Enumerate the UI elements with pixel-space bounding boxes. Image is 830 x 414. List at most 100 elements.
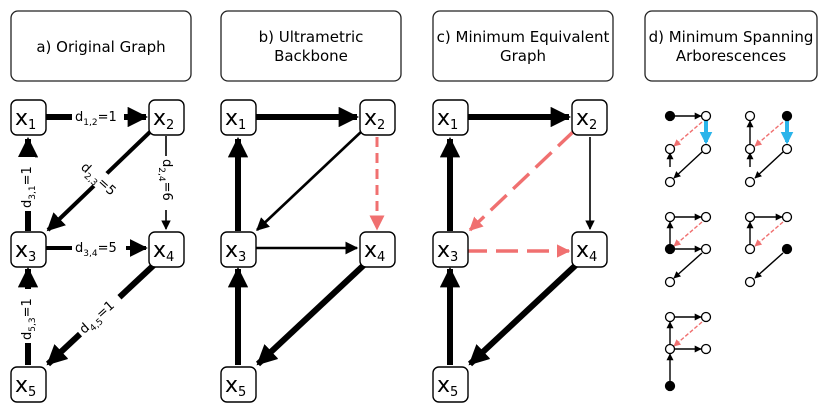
arb4-node-x1: [744, 211, 756, 223]
node-c-x3: x3: [432, 231, 469, 268]
edge-b-2-3: [256, 130, 363, 231]
svg-text:d1,2=1: d1,2=1: [75, 110, 117, 128]
weight-letter: d: [75, 241, 83, 256]
panel-a-title: a) Original Graph: [10, 10, 192, 82]
panel-a-graph: d1,2=1 d2,3=5 d2,4=6 d3,1=1 d3,4=5 d5,3=…: [10, 99, 185, 403]
weight-val-1-2: =1: [98, 110, 117, 125]
weight-letter: d: [20, 332, 35, 340]
weight-val-3-4: =5: [98, 241, 117, 256]
edge-b-4-5: [255, 261, 368, 367]
node-a-x5: x5: [10, 366, 47, 403]
arb4-node-x5: [744, 276, 756, 288]
arb2-node-x4: [781, 143, 793, 155]
svg-text:x4: x4: [576, 238, 597, 265]
arb3-node-x5: [664, 276, 676, 288]
arb3-node-x4: [700, 243, 712, 255]
svg-text:d5,3=1: d5,3=1: [20, 298, 38, 340]
panel-d-title-line-1: d) Minimum Spanning: [649, 28, 814, 46]
svg-text:x3: x3: [437, 238, 458, 265]
svg-text:x1: x1: [15, 106, 36, 133]
weight-label-2-4: d2,4=6: [156, 156, 177, 210]
edge-c-2-3-dashed: [468, 129, 576, 232]
panel-b-graph: x1 x2 x3 x4 x5: [220, 99, 396, 403]
svg-text:x1: x1: [225, 106, 246, 133]
weight-val-5-3: =1: [20, 298, 35, 317]
edge-c-4-5: [467, 261, 580, 367]
arb1-node-x5: [664, 176, 676, 188]
arb4-node-x3: [744, 243, 756, 255]
arborescence-4: [744, 211, 793, 288]
node-c-x1: x1: [432, 99, 469, 136]
svg-text:x3: x3: [225, 238, 246, 265]
node-c-x4: x4: [571, 231, 608, 268]
arb2-node-x1: [744, 110, 756, 122]
node-a-x3: x3: [10, 231, 47, 268]
node-c-x5: x5: [432, 366, 469, 403]
arb3-node-x1: [664, 211, 676, 223]
svg-text:x2: x2: [364, 106, 385, 133]
node-b-x3: x3: [220, 231, 257, 268]
svg-text:x5: x5: [225, 373, 246, 400]
arb5-node-x5-root: [664, 380, 676, 392]
panel-b-title-box: [220, 10, 402, 82]
node-a-x1: x1: [10, 99, 47, 136]
panel-c-graph: x1 x2 x3 x4 x5: [432, 99, 608, 403]
panel-b-title-line-1: b) Ultrametric: [259, 28, 364, 46]
node-a-x2: x2: [148, 99, 185, 136]
svg-text:d3,1=1: d3,1=1: [20, 166, 38, 208]
svg-text:x2: x2: [153, 106, 174, 133]
panel-b-title: b) Ultrametric Backbone: [220, 10, 402, 82]
arb2-node-x5: [744, 176, 756, 188]
panel-c-title: c) Minimum Equivalent Graph: [432, 10, 614, 82]
arb1-node-x2: [700, 110, 712, 122]
panel-c-title-line-1: c) Minimum Equivalent: [437, 28, 610, 46]
panel-d-title-line-2: Arborescences: [676, 47, 786, 65]
arb5-node-x3: [664, 343, 676, 355]
node-c-x2: x2: [571, 99, 608, 136]
arb4-node-x4-root: [781, 243, 793, 255]
svg-text:x1: x1: [437, 106, 458, 133]
svg-text:d3,4=5: d3,4=5: [75, 241, 117, 259]
weight-letter: d: [75, 110, 83, 125]
arb4-node-x2: [781, 211, 793, 223]
node-b-x4: x4: [359, 231, 396, 268]
arborescence-5: [664, 311, 712, 392]
arb1-node-x1-root: [664, 110, 676, 122]
node-b-x5: x5: [220, 366, 257, 403]
svg-text:x5: x5: [15, 373, 36, 400]
arborescence-2: [744, 110, 794, 188]
arb2-node-x3: [744, 143, 756, 155]
svg-text:d2,4=6: d2,4=6: [156, 159, 174, 201]
weight-sub-3-4: 3,4: [83, 249, 98, 259]
arb5-node-x1: [664, 311, 676, 323]
svg-text:x4: x4: [364, 238, 385, 265]
arb5-node-x2: [700, 311, 712, 323]
weight-val-3-1: =1: [20, 166, 35, 185]
weight-sub-5-3: 5,3: [28, 317, 38, 331]
weight-sub-1-2: 1,2: [83, 118, 97, 128]
svg-text:x5: x5: [437, 373, 458, 400]
panel-c-title-line-2: Graph: [500, 47, 546, 65]
panel-d-title-box: [644, 10, 818, 82]
weight-label-3-4: d3,4=5: [72, 238, 126, 259]
svg-text:x3: x3: [15, 238, 36, 265]
panel-b-title-line-2: Backbone: [274, 47, 348, 65]
weight-val-2-4: =6: [159, 182, 174, 201]
arb5-node-x4: [700, 343, 712, 355]
arb1-node-x3: [664, 143, 676, 155]
arb2-node-x2-root: [781, 110, 793, 122]
arborescence-3: [664, 211, 712, 288]
arb3-node-x2: [700, 211, 712, 223]
weight-letter: d: [159, 159, 174, 167]
panel-d-title: d) Minimum Spanning Arborescences: [644, 10, 818, 82]
svg-text:x2: x2: [576, 106, 597, 133]
panel-a-title-line-1: a) Original Graph: [36, 38, 165, 56]
svg-text:x4: x4: [153, 238, 174, 265]
node-b-x2: x2: [359, 99, 396, 136]
panel-a-title-box: [10, 10, 192, 82]
arb3-node-x3-root: [664, 243, 676, 255]
weight-sub-3-1: 3,1: [28, 185, 38, 199]
weight-label-3-1: d3,1=1: [17, 157, 38, 211]
